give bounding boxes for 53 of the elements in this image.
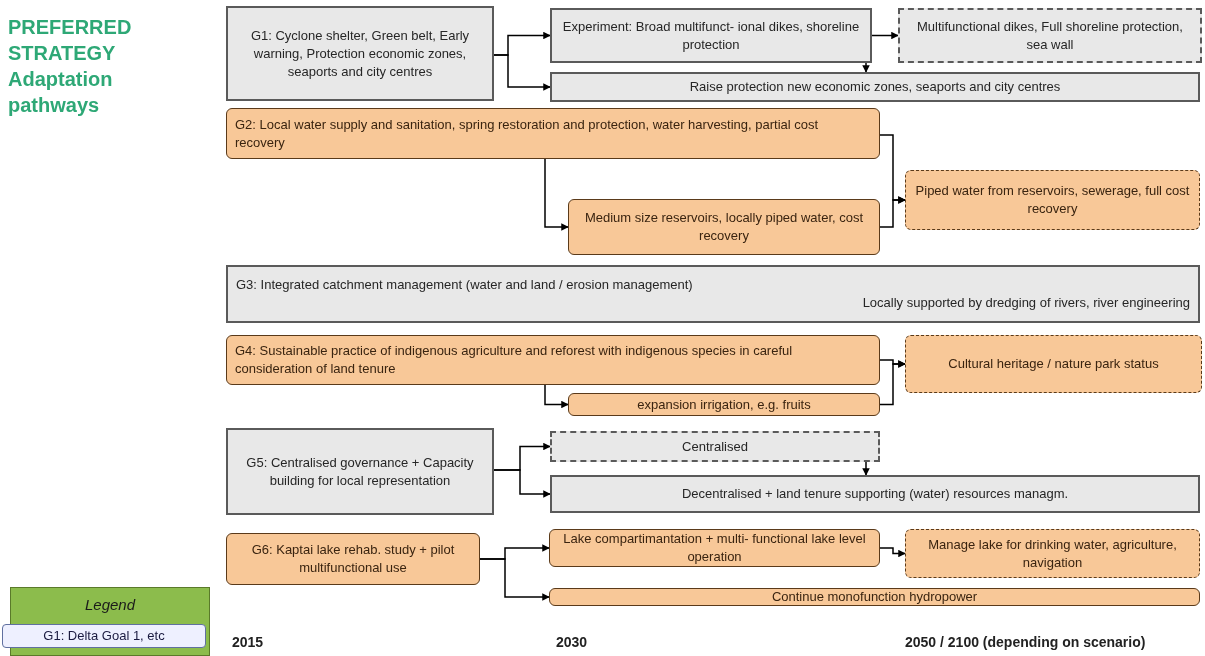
box-text: Raise protection new economic zones, seaports and city centres	[689, 78, 1061, 96]
pathway-box	[226, 265, 1200, 323]
box-text: Multifunctional dikes, Full shoreline protection, sea wall	[916, 17, 1184, 54]
timeline-year: 2030	[556, 633, 589, 652]
connector-arrow	[879, 196, 906, 228]
pathway-box	[226, 6, 494, 101]
connector-arrow	[879, 360, 906, 406]
legend-heading: Legend	[83, 595, 137, 615]
box-text: Experiment: Broad multifunct- ional dikes, shoreline protection	[561, 17, 861, 54]
box-text: Lake compartimantation + multi- functional lake level operation	[562, 530, 867, 566]
box-text: expansion irrigation, e.g. fruits	[637, 395, 811, 414]
pathway-box	[549, 588, 1200, 606]
box-text: Cultural heritage / nature park status	[948, 355, 1159, 373]
timeline-year: 2015	[232, 633, 265, 652]
pathway-box	[905, 170, 1200, 230]
pathway-box	[226, 533, 480, 585]
connector-arrow	[493, 469, 551, 498]
box-text: G2: Local water supply and sanitation, spring restoration and protection, water harvesting, partial cost recovery	[235, 115, 820, 152]
pathway-box	[568, 199, 880, 255]
pathway-box	[905, 529, 1200, 578]
box-text: Manage lake for drinking water, agriculture, navigation	[927, 535, 1178, 572]
connector-arrow	[493, 54, 551, 91]
box-text: G4: Sustainable practice of indigenous agriculture and reforest with indigenous species in careful consideration of land tenure	[235, 342, 794, 378]
connector-arrow	[544, 158, 569, 231]
connector-arrow	[862, 62, 870, 73]
box-text: Centralised	[682, 437, 748, 456]
connector-arrow	[862, 461, 870, 476]
connector-arrow	[871, 31, 899, 40]
connector-arrow	[544, 384, 569, 409]
pathway-box	[550, 72, 1200, 102]
box-text: Medium size reservoirs, locally piped water, cost recovery	[583, 209, 865, 245]
pathway-box	[898, 8, 1202, 63]
box-text: G5: Centralised governance + Capacity building for local representation	[245, 453, 475, 490]
box-text: G6: Kaptai lake rehab. study + pilot multifunctional use	[250, 541, 456, 577]
timeline-year: 2050 / 2100 (depending on scenario)	[905, 633, 1147, 652]
connector-arrow	[479, 558, 550, 601]
box-text: Decentralised + land tenure supporting (water) resources managm.	[681, 485, 1069, 503]
title: PREFERRED STRATEGY Adaptation pathways	[8, 15, 133, 118]
box-text: G1: Cyclone shelter, Green belt, Early warning, Protection economic zones, seaports and city centres	[249, 26, 471, 81]
connector-arrow	[879, 547, 906, 558]
pathway-box	[226, 108, 880, 159]
pathway-box	[568, 393, 880, 416]
legend-sample: G1: Delta Goal 1, etc	[2, 624, 206, 648]
box-text: G3: Integrated catchment management (water and land / erosion management)	[236, 276, 694, 294]
pathway-box	[226, 428, 494, 515]
pathway-box	[226, 335, 880, 385]
pathway-box	[550, 475, 1200, 513]
box-text: Locally supported by dredging of rivers, river engineering	[861, 294, 1190, 312]
pathway-box	[905, 335, 1202, 393]
box-text: Continue monofunction hydropower	[771, 588, 978, 606]
pathway-box	[550, 431, 880, 462]
box-text: Piped water from reservoirs, sewerage, full cost recovery	[914, 182, 1191, 218]
pathway-box	[550, 8, 872, 63]
